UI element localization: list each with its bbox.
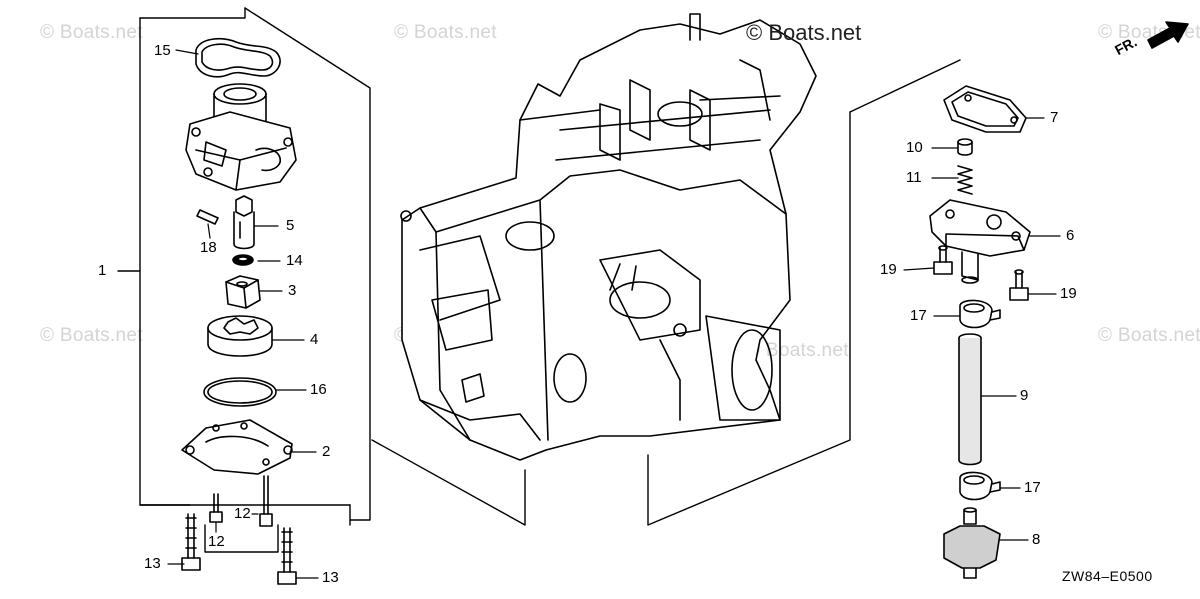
bolt-19 [933, 245, 953, 275]
outer-rotor-4 [207, 315, 273, 357]
shaft-5 [233, 195, 255, 250]
callout-16: 16 [310, 381, 327, 398]
pump-housing [185, 83, 297, 191]
spring-11 [957, 165, 973, 195]
watermark: © Boats.net [40, 22, 143, 43]
o-ring-16 [203, 377, 277, 407]
clamp-17 [959, 471, 1001, 501]
bolt-12 [209, 493, 223, 523]
callout-6: 6 [1066, 227, 1075, 244]
callout-7: 7 [1050, 109, 1059, 126]
callout-4: 4 [310, 331, 319, 348]
callout-17: 17 [910, 307, 927, 324]
copyright-label: © Boats.net [746, 20, 862, 45]
callout-10: 10 [906, 139, 923, 156]
callout-15: 15 [154, 42, 171, 59]
bolt-19 [1009, 269, 1029, 301]
callout-1: 1 [98, 262, 107, 279]
bolt-13 [277, 527, 297, 585]
callout-12: 12 [234, 505, 251, 522]
callout-13: 13 [144, 555, 161, 572]
callout-11: 11 [906, 169, 922, 186]
engine-block [400, 13, 817, 461]
clamp-17 [959, 299, 1001, 329]
engine-block-bracket [371, 59, 961, 526]
tube-9 [958, 333, 982, 466]
cover-plate-2 [181, 419, 293, 475]
gasket-7 [943, 85, 1027, 133]
callout-9: 9 [1020, 387, 1029, 404]
callout-13: 13 [322, 569, 339, 586]
gasket-15 [195, 37, 281, 78]
housing-6 [929, 199, 1031, 284]
bolt-12 [259, 475, 273, 527]
callout-8: 8 [1032, 531, 1041, 548]
bolt-13 [181, 513, 201, 571]
plunger-10 [957, 138, 973, 156]
callout-19: 19 [1060, 285, 1077, 302]
callout-18: 18 [200, 239, 217, 256]
callout-3: 3 [288, 282, 297, 299]
leader-lines [167, 49, 1061, 579]
pin-18 [196, 209, 219, 225]
assembly-bracket [117, 7, 371, 553]
inner-rotor-3 [225, 275, 261, 309]
front-arrow-icon [1147, 21, 1189, 49]
callout-12: 12 [208, 533, 225, 550]
watermark: © Boats.net [40, 325, 143, 346]
strainer-8 [943, 507, 1001, 579]
watermark: © Boats.net [1098, 325, 1200, 346]
seal-14 [232, 254, 254, 266]
diagram-code: ZW84–E0500 [1062, 568, 1153, 584]
callout-19: 19 [880, 261, 897, 278]
callout-2: 2 [322, 443, 331, 460]
watermark: © Boats.net [394, 22, 497, 43]
watermark: © Boats.net [746, 340, 849, 361]
callout-5: 5 [286, 217, 295, 234]
callout-17: 17 [1024, 479, 1041, 496]
callout-14: 14 [286, 252, 303, 269]
